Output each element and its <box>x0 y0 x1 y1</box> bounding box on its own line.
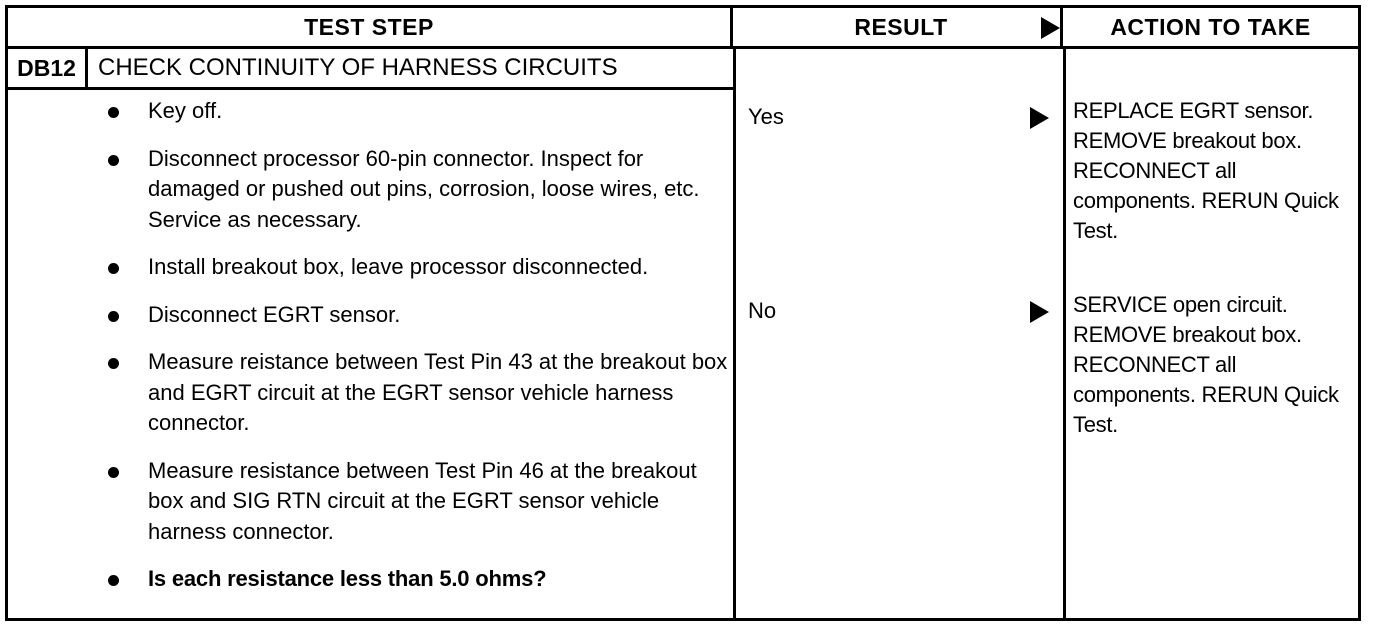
column-header-result-label: RESULT <box>854 13 948 40</box>
column-header-action-label: ACTION TO TAKE <box>1110 13 1311 40</box>
bullet-icon <box>108 154 119 166</box>
right-triangle-icon <box>1030 298 1063 324</box>
table-header-row: TEST STEP RESULT ACTION TO TAKE <box>8 8 1358 49</box>
list-item: Install breakout box, leave processor di… <box>88 252 728 283</box>
right-triangle-icon <box>1030 104 1063 130</box>
right-triangle-icon <box>1041 14 1060 41</box>
column-header-action: ACTION TO TAKE <box>1063 8 1358 46</box>
action-text-yes: REPLACE EGRT sensor. REMOVE breakout box… <box>1073 98 1339 243</box>
bullet-icon <box>108 107 119 118</box>
bullet-icon <box>108 358 119 369</box>
list-item-text: Disconnect processor 60-pin connector. I… <box>148 145 700 232</box>
column-divider-result-action <box>1063 49 1066 618</box>
bullet-icon <box>108 466 119 478</box>
step-title-cell: CHECK CONTINUITY OF HARNESS CIRCUITS <box>88 49 736 90</box>
list-item: Key off. <box>88 96 728 127</box>
list-item-text: Measure resistance between Test Pin 46 a… <box>148 457 697 544</box>
column-header-test-step: TEST STEP <box>8 8 733 46</box>
action-text-no: SERVICE open circuit. REMOVE breakout bo… <box>1073 292 1339 437</box>
bullet-icon <box>108 575 119 586</box>
list-item: Disconnect processor 60-pin connector. I… <box>88 144 728 236</box>
list-item: Measure reistance between Test Pin 43 at… <box>88 347 728 439</box>
result-label-no: No <box>748 298 777 323</box>
step-code-cell: DB12 <box>8 49 88 90</box>
list-item-text: Measure reistance between Test Pin 43 at… <box>148 349 728 435</box>
result-row-no: No <box>736 296 1063 326</box>
diagnostic-table: TEST STEP RESULT ACTION TO TAKE DB12 CHE… <box>5 5 1361 621</box>
list-item-text: Disconnect EGRT sensor. <box>148 301 401 327</box>
list-item: Measure resistance between Test Pin 46 a… <box>88 456 728 548</box>
step-title-label: CHECK CONTINUITY OF HARNESS CIRCUITS <box>98 54 618 81</box>
column-header-result: RESULT <box>733 8 1063 46</box>
bullet-icon <box>108 310 119 322</box>
list-item-question: Is each resistance less than 5.0 ohms? <box>88 564 728 595</box>
test-step-list: Key off. Disconnect processor 60-pin con… <box>88 96 728 612</box>
list-item: Disconnect EGRT sensor. <box>88 300 728 331</box>
step-code-label: DB12 <box>17 54 76 81</box>
list-item-text: Install breakout box, leave processor di… <box>148 254 649 279</box>
step-title-row: DB12 CHECK CONTINUITY OF HARNESS CIRCUIT… <box>8 49 736 90</box>
list-item-text: Key off. <box>148 98 223 123</box>
column-divider-test-result <box>733 49 736 618</box>
result-label-yes: Yes <box>748 104 784 129</box>
column-header-test-step-label: TEST STEP <box>304 13 434 40</box>
result-row-yes: Yes <box>736 102 1063 132</box>
list-item-text: Is each resistance less than 5.0 ohms? <box>148 566 547 591</box>
bullet-icon <box>108 263 119 274</box>
